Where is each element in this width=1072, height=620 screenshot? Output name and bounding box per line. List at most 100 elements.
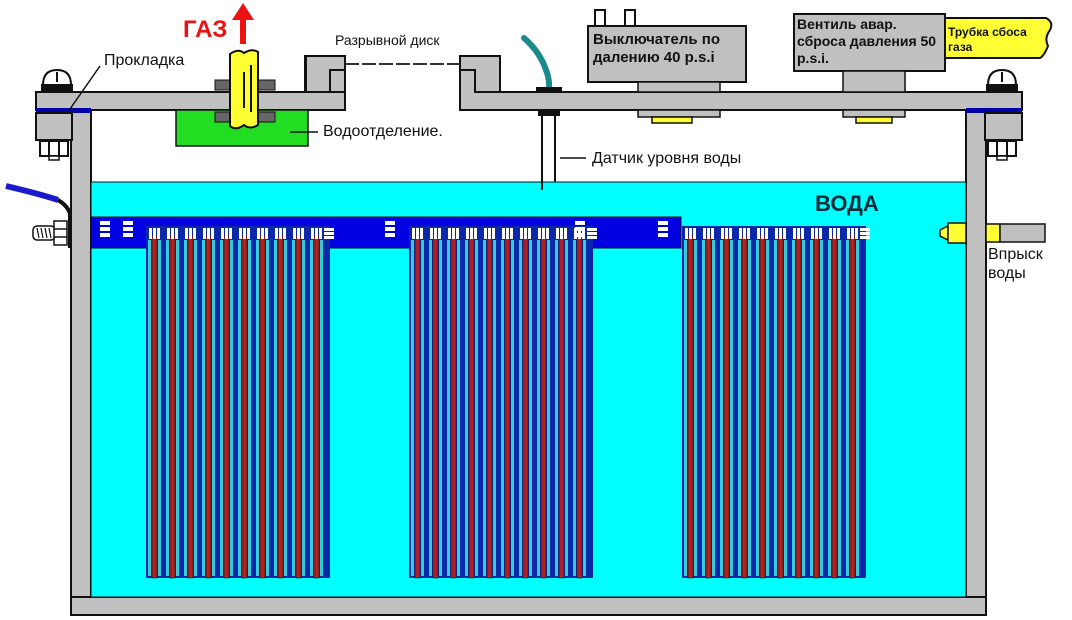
plate-gap xyxy=(439,240,442,576)
plate-contact xyxy=(851,228,854,239)
plate-contact xyxy=(185,228,188,239)
terminal-contact xyxy=(587,228,597,231)
plate-contact xyxy=(221,228,224,239)
electrode-plate-red xyxy=(169,235,176,579)
plate-gap xyxy=(148,240,151,576)
gasket-label: Прокладка xyxy=(104,52,185,69)
plate-contact xyxy=(739,228,742,239)
plate-contact xyxy=(167,228,170,239)
plate-contact xyxy=(293,228,296,239)
plate-contact xyxy=(811,228,814,239)
electrode-plate-red xyxy=(759,235,766,579)
bus-connector xyxy=(123,233,133,237)
water-separator-label: Водоотделение. xyxy=(323,123,443,140)
plate-contact xyxy=(689,228,692,239)
plate-contact xyxy=(456,228,459,239)
gas-tube-label: Трубка сбоса газа xyxy=(948,25,1027,54)
plate-contact xyxy=(757,228,760,239)
electrode-pack xyxy=(409,226,597,579)
plate-gap xyxy=(583,240,586,576)
relief-valve-label: Вентиль авар. сброса давления 50 p.s.i. xyxy=(797,16,937,66)
plate-contact xyxy=(506,228,509,239)
plate-contact xyxy=(416,228,419,239)
plate-gap xyxy=(810,240,813,576)
electrode-plate-red xyxy=(450,235,457,579)
plate-contact xyxy=(466,228,469,239)
plate-gap xyxy=(748,240,751,576)
plate-contact xyxy=(315,228,318,239)
plate-contact xyxy=(261,228,264,239)
plate-gap xyxy=(284,240,287,576)
gasket-leader xyxy=(69,65,101,110)
plate-contact xyxy=(193,228,196,239)
plate-gap xyxy=(266,240,269,576)
water-injection-pipe xyxy=(985,223,1046,243)
electrode-plate-red xyxy=(849,235,856,579)
terminal-contact xyxy=(860,232,870,235)
gas-release-tube xyxy=(944,17,1053,59)
nut-icon xyxy=(987,140,1017,161)
plate-gap xyxy=(565,240,568,576)
water-injection-label: Впрыск воды xyxy=(988,246,1043,282)
electrode-plate-red xyxy=(277,235,284,579)
plate-contact xyxy=(721,228,724,239)
plate-contact xyxy=(474,228,477,239)
plate-contact xyxy=(488,228,491,239)
plate-gap xyxy=(774,240,777,576)
terminal-contact xyxy=(324,228,334,231)
plate-contact xyxy=(265,228,268,239)
gasket-right xyxy=(966,108,1022,113)
plate-contact xyxy=(502,228,505,239)
electrode-plate-red xyxy=(504,235,511,579)
plate-gap xyxy=(248,240,251,576)
plate-contact xyxy=(301,228,304,239)
plate-gap xyxy=(702,240,705,576)
plate-contact xyxy=(528,228,531,239)
electrode-plate-red xyxy=(777,235,784,579)
plate-contact xyxy=(855,228,858,239)
plate-gap xyxy=(238,240,241,576)
bus-connector xyxy=(100,233,110,237)
electrode-plate-red xyxy=(813,235,820,579)
electrode-plate-red xyxy=(831,235,838,579)
plate-contact xyxy=(685,228,688,239)
electrode-plate-red xyxy=(205,235,212,579)
bus-connector xyxy=(658,221,668,225)
plate-gap xyxy=(738,240,741,576)
plate-gap xyxy=(320,240,323,576)
plate-gap xyxy=(447,240,450,576)
plate-gap xyxy=(212,240,215,576)
electrode-plate-red xyxy=(414,235,421,579)
plate-gap xyxy=(838,240,841,576)
plate-gap xyxy=(820,240,823,576)
plate-contact xyxy=(171,228,174,239)
plate-gap xyxy=(411,240,414,576)
bus-connector xyxy=(100,227,110,231)
plate-gap xyxy=(493,240,496,576)
plate-gap xyxy=(176,240,179,576)
terminal-contact xyxy=(324,232,334,235)
plate-gap xyxy=(302,240,305,576)
sensor-gland xyxy=(536,87,562,93)
plate-gap xyxy=(828,240,831,576)
water-injection-nozzle xyxy=(939,222,967,244)
plate-contact xyxy=(707,228,710,239)
plate-contact xyxy=(297,228,300,239)
plate-contact xyxy=(279,228,282,239)
rupture-disc-label: Разрывной диск xyxy=(335,32,440,48)
plate-contact xyxy=(412,228,415,239)
plate-contact xyxy=(747,228,750,239)
plate-contact xyxy=(829,228,832,239)
rupture-disc-flange-left xyxy=(305,55,346,93)
water-level-sensor-label: Датчик уровня воды xyxy=(592,150,742,167)
plate-contact xyxy=(492,228,495,239)
electrode-plate-red xyxy=(468,235,475,579)
pressure-switch-label: Выключатель по далению 40 p.s.i xyxy=(593,31,720,66)
electrode-plate-red xyxy=(522,235,529,579)
plate-contact xyxy=(711,228,714,239)
plate-contact xyxy=(765,228,768,239)
plate-contact xyxy=(311,228,314,239)
electrode-plate-red xyxy=(558,235,565,579)
plate-contact xyxy=(524,228,527,239)
